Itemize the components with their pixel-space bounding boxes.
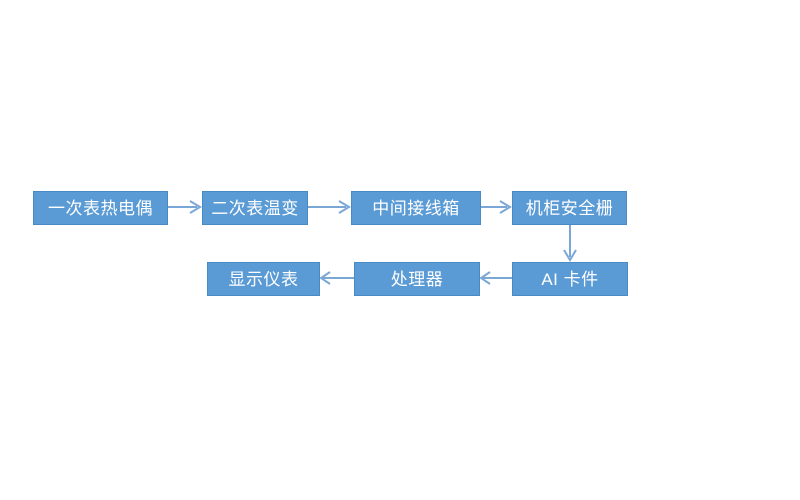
- connector-arrow-left-1: [479, 270, 512, 286]
- node-display-instrument[interactable]: 显示仪表: [207, 262, 320, 296]
- node-label: 一次表热电偶: [48, 198, 153, 218]
- node-processor[interactable]: 处理器: [354, 262, 480, 296]
- connector-arrow-down-1: [562, 225, 578, 262]
- node-secondary-transmitter[interactable]: 二次表温变: [202, 191, 308, 225]
- node-label: 处理器: [390, 269, 444, 289]
- node-cabinet-safety-barrier[interactable]: 机柜安全栅: [512, 191, 627, 225]
- node-label: 中间接线箱: [372, 198, 460, 218]
- node-primary-thermocouple[interactable]: 一次表热电偶: [33, 191, 168, 225]
- node-label: 二次表温变: [211, 198, 299, 218]
- node-label: 显示仪表: [228, 269, 299, 289]
- connector-arrow-right-2: [308, 199, 351, 215]
- node-label: 机柜安全栅: [525, 198, 614, 218]
- connector-arrow-right-1: [168, 199, 202, 215]
- connector-arrow-left-2: [319, 270, 354, 286]
- connector-arrow-right-3: [481, 199, 512, 215]
- node-junction-box[interactable]: 中间接线箱: [351, 191, 481, 225]
- node-label: AI 卡件: [541, 269, 599, 289]
- node-ai-card[interactable]: AI 卡件: [512, 262, 628, 296]
